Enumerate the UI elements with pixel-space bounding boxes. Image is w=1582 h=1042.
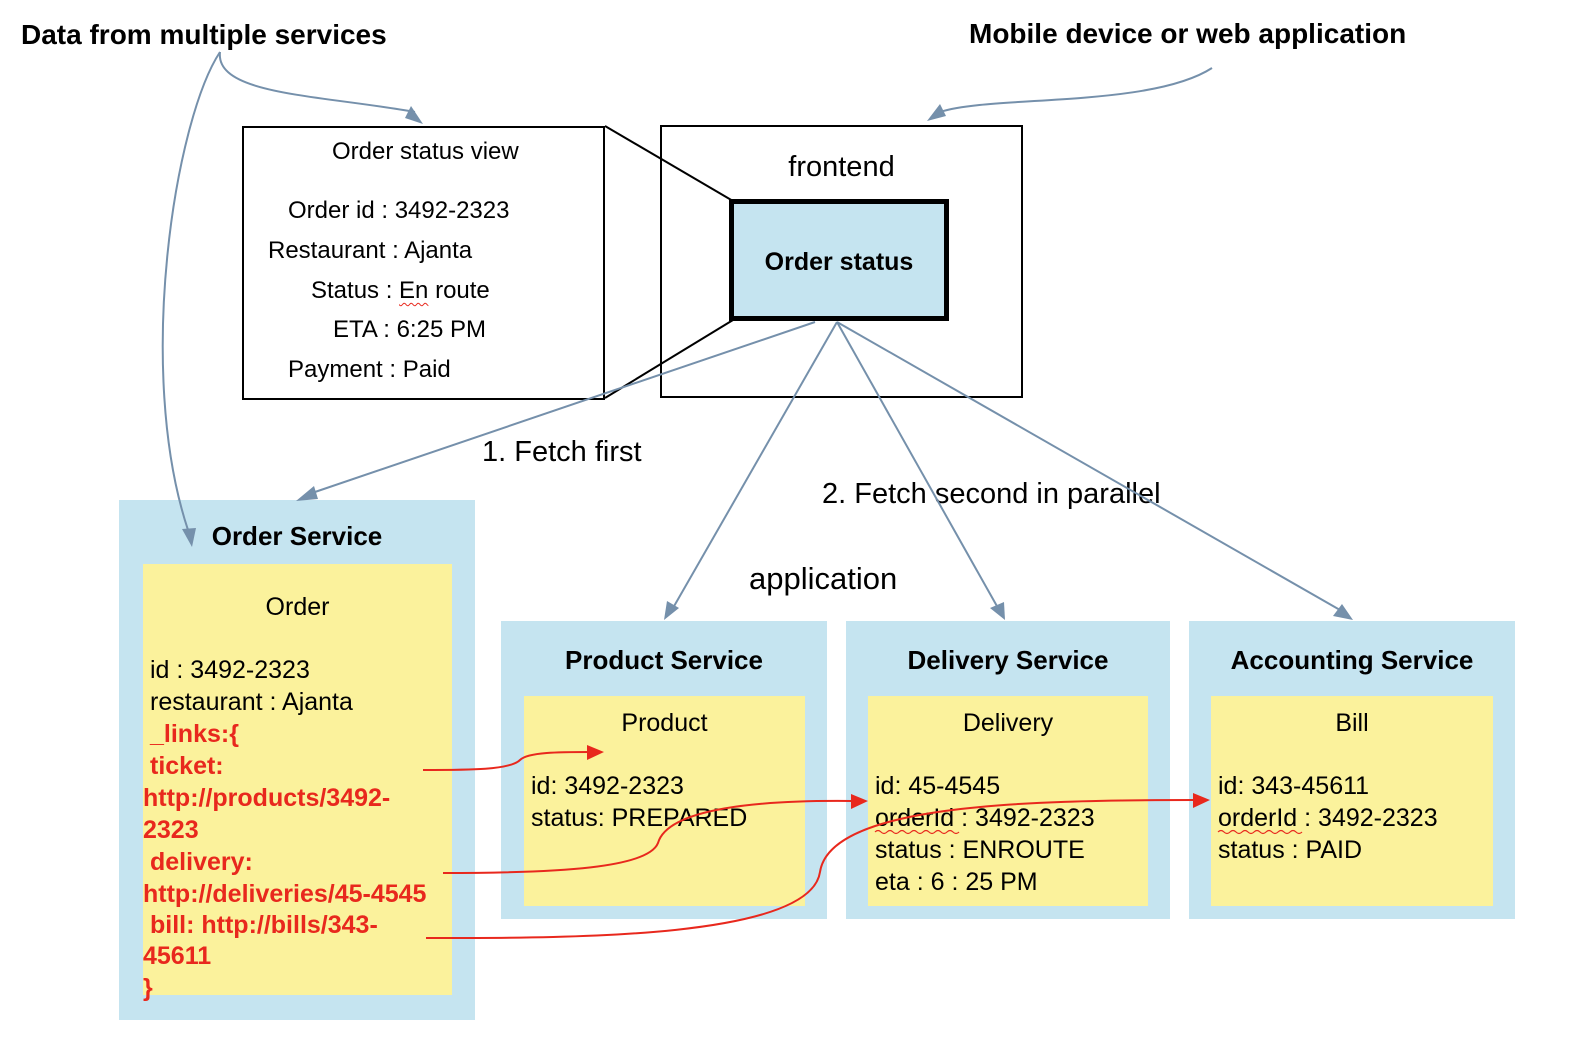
client-label: Mobile device or web application xyxy=(969,18,1407,49)
arrow-data-to-view xyxy=(218,51,416,113)
arrowhead-delivery xyxy=(990,602,1005,620)
spellcheck-delivery-orderid xyxy=(874,829,960,835)
delivery-order-id: orderId : 3492-2323 xyxy=(875,804,1095,832)
order-status-component-label: Order status xyxy=(764,248,914,276)
link-ticket-arrowhead xyxy=(587,745,604,760)
arrowhead-frontend xyxy=(927,104,946,121)
product-note: Product id: 3492-2323 status: PREPARED xyxy=(524,696,805,906)
osv-row-restaurant: Restaurant : Ajanta xyxy=(268,237,473,264)
application-label: application xyxy=(749,561,898,596)
spellcheck-bill-orderid xyxy=(1217,829,1303,835)
bill-note: Bill id: 343-45611 orderId : 3492-2323 s… xyxy=(1211,696,1493,906)
osv-row-eta: ETA : 6:25 PM xyxy=(333,316,486,343)
fetch-product-line xyxy=(672,321,838,609)
link-delivery-arrowhead xyxy=(851,794,868,809)
delivery-service-title: Delivery Service xyxy=(907,645,1109,675)
product-note-title: Product xyxy=(621,709,708,737)
order-link-bill-cont: 45611 xyxy=(143,942,212,970)
fetch-second-label: 2. Fetch second in parallel xyxy=(822,478,1161,510)
bill-note-title: Bill xyxy=(1335,709,1369,737)
delivery-note-title: Delivery xyxy=(962,709,1054,737)
fetch-order-line xyxy=(311,321,816,494)
osv-row-order-id: Order id : 3492-2323 xyxy=(288,197,510,224)
arrowhead-product xyxy=(664,601,679,620)
zoom-line-top xyxy=(604,125,734,202)
order-status-view: Order status view Order id : 3492-2323 R… xyxy=(242,126,605,400)
arrowhead-view xyxy=(405,106,423,124)
link-ticket-line xyxy=(422,751,591,771)
order-note: Order id : 3492-2323 restaurant : Ajanta… xyxy=(143,564,452,1002)
order-links-open: _links:{ xyxy=(150,720,239,748)
order-restaurant: restaurant : Ajanta xyxy=(150,688,353,716)
arrowhead-order xyxy=(296,486,318,501)
data-sources-label: Data from multiple services xyxy=(21,19,387,50)
order-status-component: Order status xyxy=(729,199,949,321)
delivery-id: id: 45-4545 xyxy=(875,772,1001,800)
link-delivery-line xyxy=(442,799,853,874)
delivery-eta: eta : 6 : 25 PM xyxy=(875,868,1038,896)
bill-order-id: orderId : 3492-2323 xyxy=(1218,804,1438,832)
order-id: id : 3492-2323 xyxy=(150,656,310,684)
product-id: id: 3492-2323 xyxy=(531,772,684,800)
delivery-status: status : ENROUTE xyxy=(875,836,1085,864)
order-note-title: Order xyxy=(265,593,330,621)
arrow-client-to-frontend xyxy=(939,67,1213,113)
bill-status: status : PAID xyxy=(1218,836,1363,864)
order-link-ticket-url: http://products/3492- xyxy=(143,784,391,812)
order-links-close: } xyxy=(143,974,153,1002)
arrowhead-accounting xyxy=(1333,604,1353,620)
fetch-delivery-line xyxy=(836,321,999,609)
accounting-service-title: Accounting Service xyxy=(1230,645,1474,675)
zoom-line-bottom xyxy=(604,319,734,399)
fetch-accounting-line xyxy=(836,321,1341,611)
osv-row-status: Status : En route xyxy=(311,277,490,304)
arrow-data-to-order-service xyxy=(161,51,221,531)
link-bill-line xyxy=(425,799,1196,940)
arrowhead-order-service xyxy=(182,528,196,547)
link-bill-arrowhead xyxy=(1193,793,1210,808)
order-link-ticket-url-cont: 2323 xyxy=(143,816,199,844)
bill-id: id: 343-45611 xyxy=(1218,772,1370,800)
order-service-title: Order Service xyxy=(211,521,383,551)
order-link-ticket-label: ticket: xyxy=(150,752,224,780)
order-link-bill: bill: http://bills/343- xyxy=(150,911,378,939)
frontend-title: frontend xyxy=(788,151,895,183)
product-service-title: Product Service xyxy=(565,645,763,675)
order-status-view-title: Order status view xyxy=(332,138,519,165)
product-status: status: PREPARED xyxy=(531,804,748,832)
order-link-delivery-url: http://deliveries/45-4545 xyxy=(143,880,427,908)
order-link-delivery-label: delivery: xyxy=(150,848,253,876)
fetch-first-label: 1. Fetch first xyxy=(482,436,642,468)
delivery-note: Delivery id: 45-4545 orderId : 3492-2323… xyxy=(868,696,1148,906)
osv-row-payment: Payment : Paid xyxy=(288,356,451,383)
